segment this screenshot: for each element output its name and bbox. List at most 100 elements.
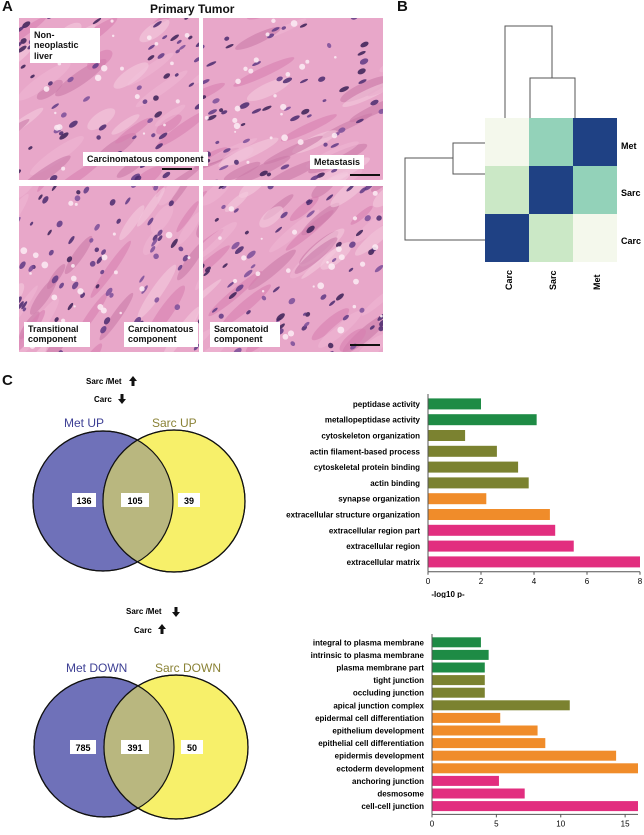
panel-a-letter: A <box>2 0 13 15</box>
venn-label-met-down: Met DOWN <box>66 661 127 675</box>
venn-overlap-up <box>103 431 173 571</box>
venn-label-sarc-down: Sarc DOWN <box>155 661 221 675</box>
bar-category-label: plasma membrane part <box>336 664 424 673</box>
bar <box>428 509 550 520</box>
label-transitional-component: Transitional component <box>24 322 90 347</box>
bar-category-label: anchoring junction <box>352 777 424 786</box>
x-tick-label: 0 <box>430 819 435 828</box>
bar <box>428 477 529 489</box>
histology-tile-metastasis <box>203 18 383 180</box>
heatmap-cell-met-sarc <box>529 118 573 166</box>
panel-a-title: Primary Tumor <box>150 2 235 16</box>
venn-up-figure: Sarc /Met Carc Met UP Sarc UP 136 105 39 <box>32 376 246 573</box>
heatmap-cells <box>485 118 617 262</box>
heatmap-cell-sarc-sarc <box>529 166 573 214</box>
bar <box>432 687 485 698</box>
bar-category-label: epithelium development <box>332 727 424 736</box>
bar <box>432 675 485 686</box>
bar <box>432 700 570 711</box>
panel-c-letter: C <box>2 372 13 389</box>
bar-category-label: occluding junction <box>353 689 424 698</box>
bar-category-label: integral to plasma membrane <box>313 638 425 647</box>
go-bar-chart-up: peptidase activity metallopeptidase activ… <box>286 394 643 598</box>
bar <box>428 540 574 552</box>
bar <box>428 524 556 536</box>
bar <box>428 461 519 473</box>
bar <box>428 414 537 426</box>
bar <box>428 398 481 410</box>
bar-category-label: cytoskeletal protein binding <box>314 463 420 472</box>
heatmap-cell-sarc-met <box>573 166 617 214</box>
venn-count-overlap-down: 391 <box>127 743 142 753</box>
scale-bar <box>350 344 380 346</box>
label-metastasis: Metastasis <box>310 155 365 170</box>
bar-category-label: actin filament-based process <box>310 447 421 456</box>
down-arrow-icon <box>172 607 180 617</box>
bar <box>432 662 485 673</box>
heatmap-cell-met-carc <box>485 118 529 166</box>
venn-count-sarc-only-down: 50 <box>187 743 197 753</box>
venn-label-sarc-up: Sarc UP <box>152 416 197 430</box>
x-tick-label: 5 <box>494 819 499 828</box>
regulation-key-down: Sarc /Met Carc <box>126 607 180 635</box>
bar <box>428 430 466 441</box>
bar <box>432 763 638 774</box>
label-non-neoplastic-liver: Non-neoplastic liver <box>30 28 100 64</box>
heatmap-figure: Met Sarc Carc Carc Sarc Met <box>404 25 641 290</box>
heatmap-col-labels: Carc Sarc Met <box>504 270 602 290</box>
regulation-key-up: Sarc /Met Carc <box>86 376 137 404</box>
bar-category-label: peptidase activity <box>353 400 421 409</box>
col-label-sarc: Sarc <box>548 270 558 290</box>
x-tick-label: 4 <box>532 577 537 586</box>
bar <box>428 556 640 568</box>
venn-overlap-down <box>104 677 174 817</box>
bar-category-label: epithelial cell differentiation <box>318 739 424 748</box>
x-tick-label: 8 <box>638 577 643 586</box>
x-tick-label: 6 <box>585 577 590 586</box>
bar <box>432 775 499 786</box>
venn-count-overlap-up: 105 <box>127 496 142 506</box>
column-dendrogram <box>504 25 576 118</box>
bar-category-label: epidermal cell differentiation <box>315 714 424 723</box>
bar <box>432 649 489 660</box>
x-tick-label: 2 <box>479 577 484 586</box>
col-label-carc: Carc <box>504 270 514 290</box>
key-text-sarc-met: Sarc /Met <box>86 377 122 386</box>
heatmap-cell-carc-carc <box>485 214 529 262</box>
bar <box>428 493 487 505</box>
row-dendrogram <box>404 142 485 241</box>
heatmap-cell-met-met <box>573 118 617 166</box>
heatmap-cell-carc-sarc <box>529 214 573 262</box>
bar-category-label: cytoskeleton organization <box>321 432 420 441</box>
heatmap-row-labels: Met Sarc Carc <box>621 141 641 246</box>
venn-count-met-only-up: 136 <box>76 496 91 506</box>
panel-b-letter: B <box>397 0 408 15</box>
bar-category-label: tight junction <box>373 676 424 685</box>
bar-category-label: actin binding <box>370 479 420 488</box>
bar <box>432 725 538 736</box>
scale-bar <box>162 168 192 170</box>
label-carcinomatous-component-1: Carcinomatous component <box>83 152 208 167</box>
venn-down-figure: Sarc /Met Carc Met DOWN Sarc DOWN 785 39… <box>33 607 249 820</box>
col-label-met: Met <box>592 274 602 290</box>
down-arrow-icon <box>118 394 126 404</box>
bar <box>432 738 546 749</box>
up-arrow-icon <box>158 624 166 634</box>
label-sarcomatoid-component: Sarcomatoid component <box>210 322 280 347</box>
bar <box>432 712 501 723</box>
x-tick-label: 15 <box>621 819 630 828</box>
bar-category-label: epidermis development <box>335 752 425 761</box>
bar-category-label: desmosome <box>377 790 424 799</box>
bar-category-label: metallopeptidase activity <box>325 416 421 425</box>
bar-category-label: cell-cell junction <box>361 802 424 811</box>
key-text-carc: Carc <box>134 626 152 635</box>
venn-count-met-only-down: 785 <box>75 743 90 753</box>
bar-category-label: synapse organization <box>338 495 420 504</box>
bar <box>432 801 638 812</box>
scale-bar <box>350 174 380 176</box>
bar <box>432 637 481 648</box>
row-label-sarc: Sarc <box>621 188 641 198</box>
venn-label-met-up: Met UP <box>64 416 104 430</box>
x-tick-label: 10 <box>556 819 565 828</box>
bar-category-label: intrinsic to plasma membrane <box>311 651 425 660</box>
